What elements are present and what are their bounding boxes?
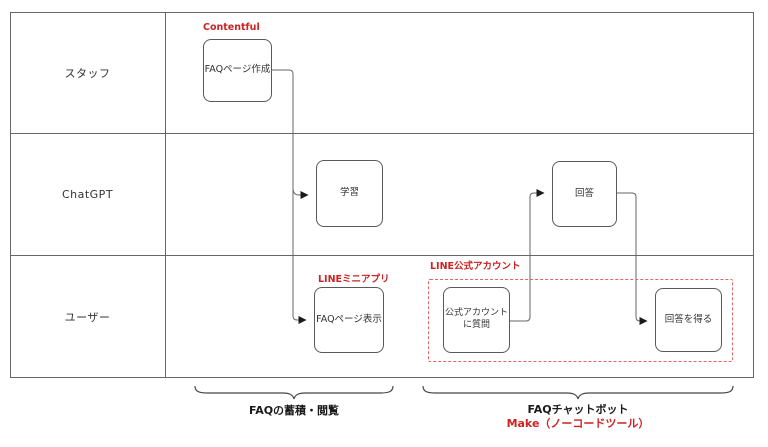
line-official-account-label: LINE公式アカウント [430, 261, 521, 272]
node-answer: 回答 [552, 161, 617, 227]
brace-faq-chatbot [422, 385, 734, 400]
lane-divider-chatgpt-user [10, 255, 754, 256]
caption-faq-chatbot: FAQチャットボット Make（ノーコードツール） [468, 403, 688, 430]
contentful-label: Contentful [203, 22, 260, 33]
swimlane-column-divider [165, 12, 166, 378]
caption-make-nocode-tool: Make（ノーコードツール） [506, 416, 650, 430]
node-faq-page-view: FAQページ表示 [314, 287, 384, 353]
lane-divider-staff-chatgpt [10, 133, 754, 134]
node-ask-official-account: 公式アカウント に質問 [443, 287, 510, 353]
brace-faq-accumulation [194, 385, 394, 400]
lane-label-user: ユーザー [64, 310, 111, 324]
node-learn: 学習 [316, 160, 383, 227]
swimlane-grid-border [10, 12, 754, 378]
lane-label-chatgpt: ChatGPT [61, 187, 114, 201]
node-faq-page-create: FAQページ作成 [203, 39, 272, 102]
line-official-account-group [428, 279, 733, 362]
line-miniapp-label: LINEミニアプリ [318, 274, 390, 285]
caption-faq-chatbot-title: FAQチャットボット [527, 403, 629, 416]
node-get-answer: 回答を得る [655, 288, 722, 352]
lane-label-staff: スタッフ [64, 66, 111, 80]
caption-faq-accumulation: FAQの蓄積・閲覧 [248, 404, 340, 417]
